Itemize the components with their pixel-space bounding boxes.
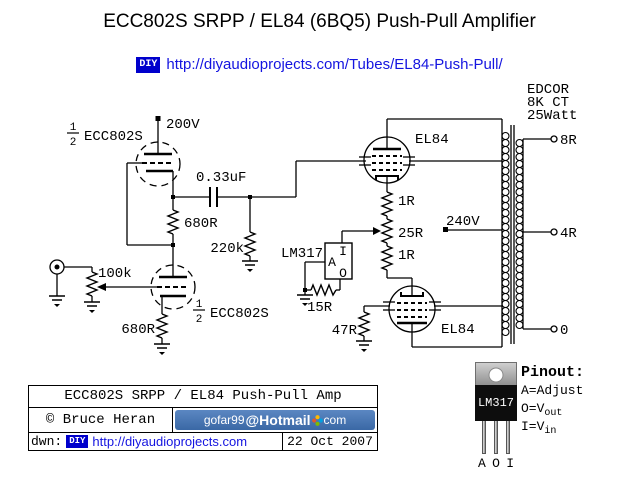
transformer-secondary-coil: [515, 138, 524, 330]
label-25r: 25R: [398, 226, 424, 242]
label-tube-srpp-lower: ECC802S: [210, 306, 269, 322]
label-47r: 47R: [332, 323, 358, 339]
resistor-15r: [310, 283, 337, 297]
transformer-primary-coil: [501, 131, 510, 337]
label-lm317: LM317: [281, 246, 323, 262]
junction-dots: [155, 116, 448, 292]
label-1r-lower: 1R: [398, 248, 415, 264]
resistor-680r-upper: [166, 209, 180, 235]
label-half-den: 2: [70, 137, 77, 149]
label-1r-upper: 1R: [398, 194, 415, 210]
label-pin-o: O: [339, 266, 347, 281]
date-stamp: 22 Oct 2007: [287, 434, 373, 449]
title-block-name: ECC802S SRPP / EL84 Push-Pull Amp: [29, 386, 377, 408]
leg-vout: [494, 421, 498, 454]
pentode-el84-lower: [383, 285, 441, 333]
label-el84-upper: EL84: [415, 132, 449, 148]
pinout-line-vin: I=Vin: [521, 419, 557, 437]
label-half-num: 1: [196, 299, 203, 311]
lm317-regulator-box: [324, 242, 353, 280]
resistor-1r-lower: [380, 245, 394, 271]
title-block-table: ECC802S SRPP / EL84 Push-Pull Amp © Bruc…: [28, 385, 378, 451]
leg-vin: [506, 421, 510, 454]
label-half-den: 2: [196, 314, 203, 326]
header-link-row: DIY http://diyaudioprojects.com/Tubes/EL…: [0, 56, 639, 73]
label-tap-4r: 4R: [560, 226, 577, 242]
label-25watt: 25Watt: [527, 108, 577, 124]
triode-srpp-lower: [150, 264, 196, 310]
pinout-line-adjust: A=Adjust: [521, 383, 584, 398]
hotmail-butterfly-icon: [311, 414, 323, 426]
leg-labels: A O I: [478, 456, 514, 471]
resistor-680r-lower: [155, 313, 169, 339]
pinout-legend: Pinout: A=Adjust O=Vout I=Vin: [521, 364, 584, 438]
email-tld: com: [323, 413, 347, 427]
triode-srpp-upper: [135, 141, 181, 187]
email-host: @Hotmail: [245, 412, 311, 428]
email-user: gofar99: [203, 413, 245, 427]
email-badge[interactable]: gofar99 @Hotmail com: [175, 410, 375, 430]
mounting-hole: [488, 367, 504, 383]
to220-body: LM317: [475, 385, 517, 421]
label-100k: 100k: [98, 266, 132, 282]
label-tap-8r: 8R: [560, 133, 577, 149]
rca-input-jack: [49, 259, 65, 275]
label-supply-voltage: 200V: [166, 117, 200, 133]
wires: [56, 118, 551, 348]
diy-logo-icon: DIY: [66, 435, 89, 448]
label-coupling-cap: 0.33uF: [196, 170, 246, 186]
pinout-line-vout: O=Vout: [521, 401, 563, 419]
label-pin-i: I: [339, 244, 347, 259]
to220-legs: [475, 421, 517, 454]
leg-adjust: [482, 421, 486, 454]
to220-tab: [475, 362, 517, 385]
resistor-1r-upper: [380, 191, 394, 217]
resistor-220k: [243, 231, 257, 257]
pinout-heading: Pinout:: [521, 364, 585, 381]
label-pin-a: A: [328, 255, 336, 270]
pot-wiper-arrow-25r: [373, 227, 381, 235]
footer-url[interactable]: http://diyaudioprojects.com: [92, 434, 248, 449]
label-220k: 220k: [210, 241, 244, 257]
pentode-el84-upper: [359, 136, 415, 184]
capacitor-0.33uf: [209, 187, 218, 207]
label-680r-lower: 680R: [121, 322, 155, 338]
label-240v: 240V: [446, 214, 480, 230]
label-8kct: 8K CT: [527, 95, 569, 111]
page-title: ECC802S SRPP / EL84 (6BQ5) Push-Pull Amp…: [103, 11, 536, 32]
label-680r-upper: 680R: [184, 216, 218, 232]
resistor-47r: [357, 311, 371, 337]
potentiometer-100k: [85, 271, 99, 297]
header-url[interactable]: http://diyaudioprojects.com/Tubes/EL84-P…: [166, 56, 503, 73]
lm317-package-image: LM317 A O I: [475, 362, 517, 471]
label-tube-srpp-upper: ECC802S: [84, 129, 143, 145]
author-credit: © Bruce Heran: [29, 408, 173, 432]
speaker-terminals: [550, 135, 558, 333]
label-edcor: EDCOR: [527, 82, 570, 98]
label-15r: 15R: [307, 300, 333, 316]
diy-logo-icon: DIY: [136, 56, 161, 73]
label-half-num: 1: [70, 122, 77, 134]
label-el84-lower: EL84: [441, 322, 475, 338]
pot-wiper-arrow-100k: [97, 283, 106, 291]
label-tap-0: 0: [560, 323, 568, 339]
potentiometer-25r: [380, 218, 394, 244]
dwn-label: dwn:: [31, 434, 63, 449]
